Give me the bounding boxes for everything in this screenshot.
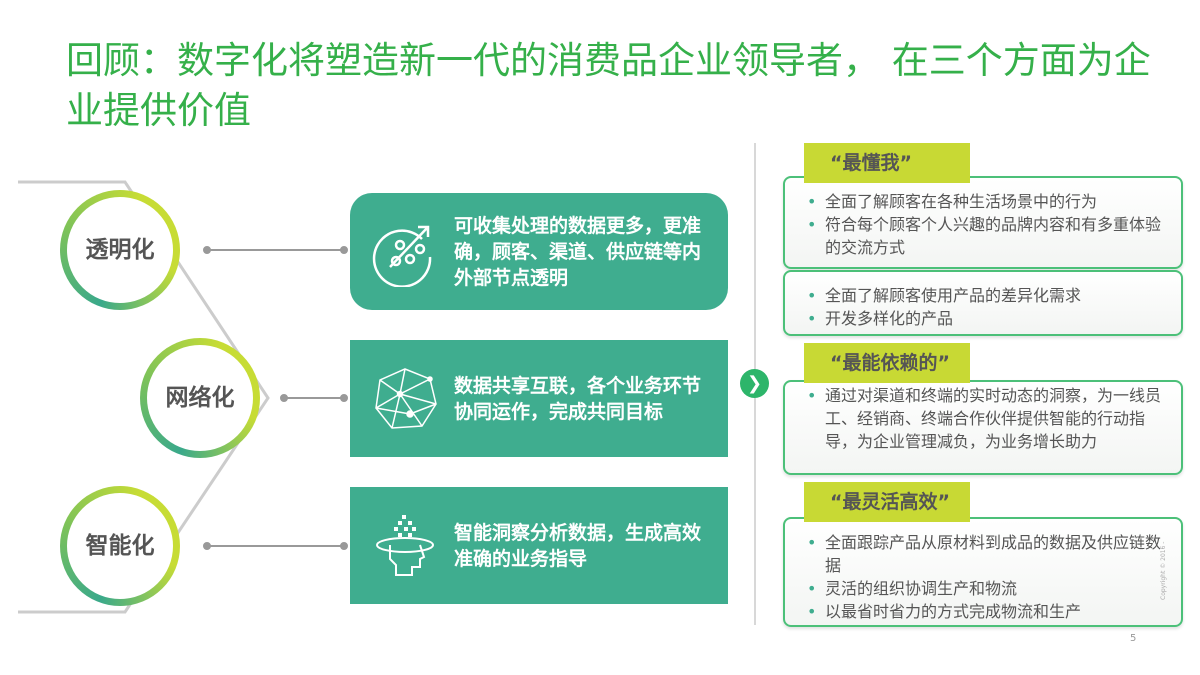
tag-most-reliable: “最能依赖的” (804, 343, 970, 383)
value-card-1: 全面了解顾客在各种生活场景中的行为符合每个顾客个人兴趣的品牌内容和有多重体验的交… (783, 176, 1183, 269)
network-globe-icon (375, 367, 437, 429)
pillar-box-network: 数据共享互联，各个业务环节协同运作，完成共同目标 (350, 340, 728, 457)
value-card-3: 通过对渠道和终端的实时动态的洞察，为一线员工、经销商、终端合作伙伴提供智能的行动… (783, 380, 1183, 475)
pillar-circle-network: 网络化 (140, 338, 260, 458)
value-card-4: 全面跟踪产品从原材料到成品的数据及供应链数据灵活的组织协调生产和物流以最省时省力… (783, 517, 1183, 627)
circuit-arrow-icon (372, 225, 432, 287)
pillar-box-transparent: 可收集处理的数据更多，更准确，顾客、渠道、供应链等内外部节点透明 (350, 193, 728, 310)
page-number: 5 (1130, 633, 1137, 644)
pillar-circle-intelligent: 智能化 (60, 486, 180, 606)
pillar-circle-transparent: 透明化 (60, 190, 180, 310)
tag-understands-me: “最懂我” (804, 143, 970, 183)
ai-head-icon (376, 514, 434, 576)
tag-most-agile: “最灵活高效” (804, 482, 970, 522)
value-card-2: 全面了解顾客使用产品的差异化需求开发多样化的产品 (783, 270, 1183, 336)
page-title: 回顾：数字化将塑造新一代的消费品企业领导者， 在三个方面为企业提供价值 (66, 39, 1151, 132)
chevron-right-icon: ❯ (740, 369, 769, 398)
pillar-box-intelligent: 智能洞察分析数据，生成高效准确的业务指导 (350, 487, 728, 604)
copyright: Copyright © 2016 - (1160, 541, 1167, 600)
